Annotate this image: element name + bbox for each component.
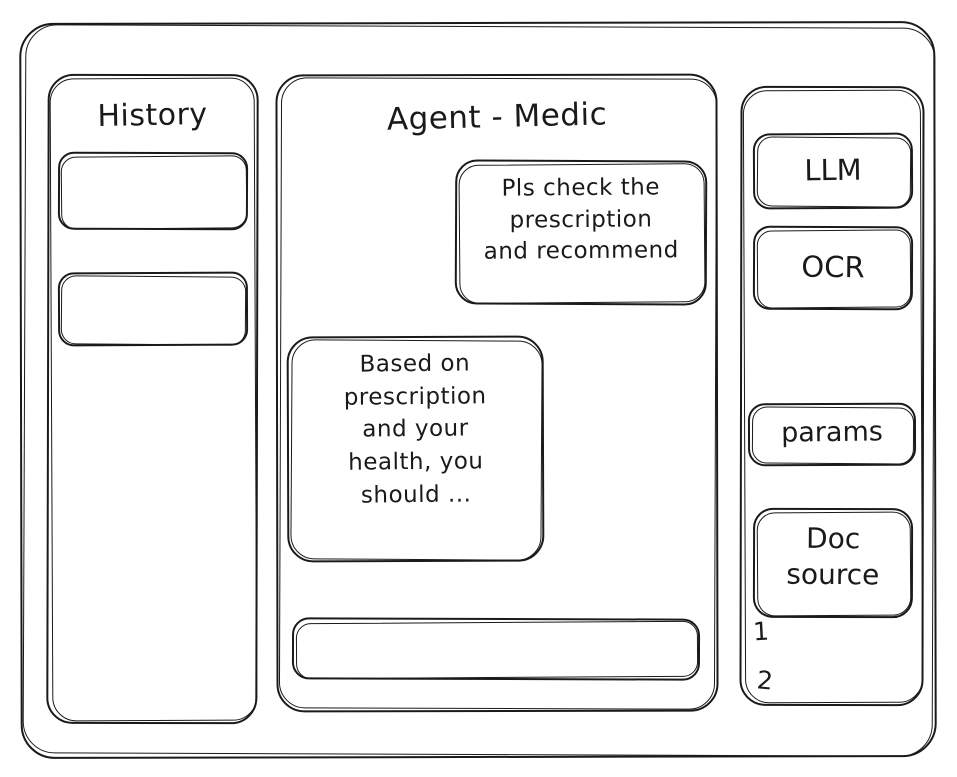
assistant-message-text: Based on prescription and your health, y… [343,350,487,509]
tool-button-params-label: params [780,416,884,449]
history-panel-title: History [97,96,208,135]
user-message-text: Pls check the prescription and recommend [483,174,679,266]
tool-button-doc-source-label: Doc source [786,521,880,592]
tool-button-ocr-label: OCR [801,249,865,285]
history-list-item[interactable] [57,271,249,347]
doc-source-list-item[interactable]: 2 [755,665,775,696]
doc-source-list-item[interactable]: 1 [752,616,770,647]
message-input[interactable] [291,617,701,681]
history-list-item[interactable] [57,151,249,231]
tool-button-llm-label: LLM [804,152,862,188]
